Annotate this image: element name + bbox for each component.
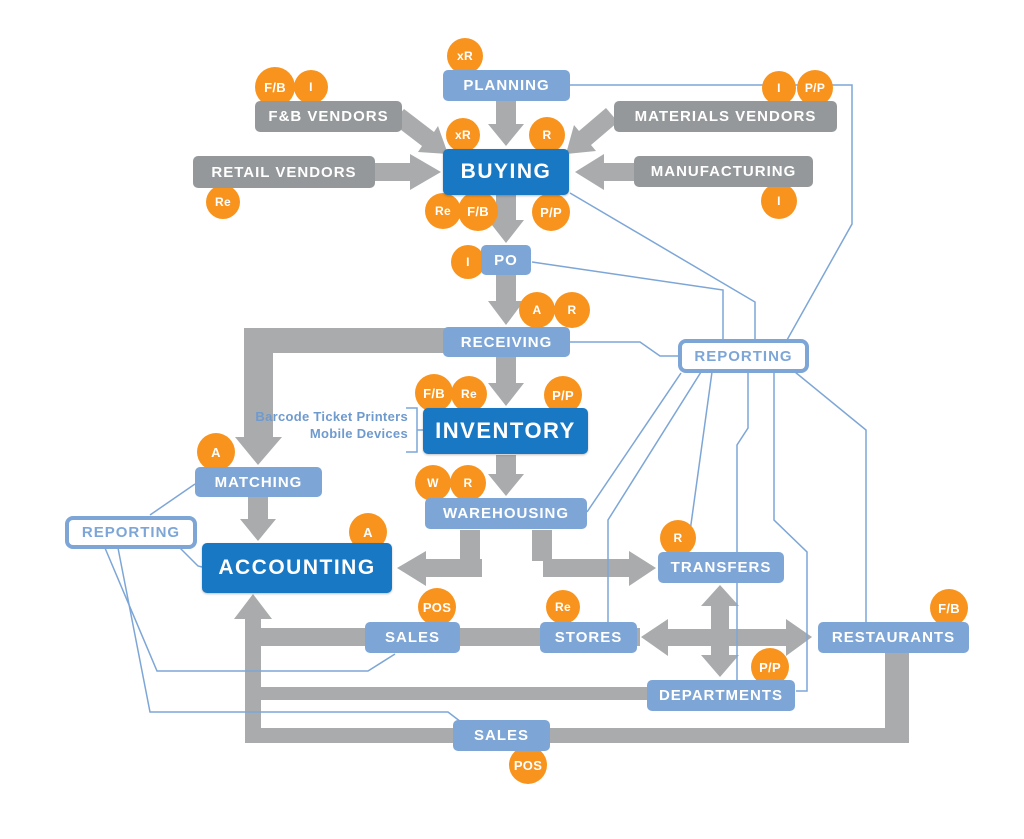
node-buying: BUYING [443,149,569,195]
badge-retail-re: Re [206,185,240,219]
node-matching: MATCHING [195,467,322,497]
badge-restaurants-fb: F/B [930,589,968,627]
node-inventory: INVENTORY [423,408,588,454]
node-reporting-left: REPORTING [65,516,197,549]
badge-manufacturing-i: I [761,183,797,219]
node-sales-mid: SALES [365,622,460,653]
flow-arrows [234,100,909,743]
node-warehousing: WAREHOUSING [425,498,587,529]
badge-materials-pp: P/P [797,70,833,106]
node-stores: STORES [540,622,637,653]
badge-receiving-r: R [554,292,590,328]
badge-sales-mid-pos: POS [418,588,456,626]
node-po: PO [481,245,531,275]
badge-inventory-pp: P/P [544,376,582,414]
badge-sales-bottom-pos: POS [509,746,547,784]
badge-buying-xr: xR [446,118,480,152]
node-materials-vendors: MATERIALS VENDORS [614,101,837,132]
badge-buying-re: Re [425,193,461,229]
badge-buying-pp: P/P [532,193,570,231]
node-manufacturing: MANUFACTURING [634,156,813,187]
annotation-mobile-devices: Mobile Devices [309,426,408,441]
node-sales-bottom: SALES [453,720,550,751]
node-transfers: TRANSFERS [658,552,784,583]
badge-warehousing-w: W [415,465,451,501]
node-departments: DEPARTMENTS [647,680,795,711]
badge-inventory-re: Re [451,376,487,412]
badge-materials-i: I [762,71,796,105]
node-restaurants: RESTAURANTS [818,622,969,653]
node-reporting-right: REPORTING [678,339,809,373]
badge-fb-vendors-i: I [294,70,328,104]
annotation-barcode-printers: Barcode Ticket Printers [255,409,408,424]
badge-buying-r: R [529,117,565,153]
badge-po-i: I [451,245,485,279]
badge-fb-vendors-fb: F/B [255,67,295,107]
badge-departments-pp: P/P [751,648,789,686]
badge-warehousing-r: R [450,465,486,501]
badge-stores-re: Re [546,590,580,624]
badge-transfers-r: R [660,520,696,556]
node-accounting: ACCOUNTING [202,543,392,593]
node-retail-vendors: RETAIL VENDORS [193,156,375,188]
badge-buying-fb: F/B [458,191,498,231]
badge-receiving-a: A [519,292,555,328]
node-fb-vendors: F&B VENDORS [255,101,402,132]
inventory-bracket [406,407,423,453]
badge-matching-a: A [197,433,235,471]
badge-planning-xr: xR [447,38,483,74]
node-planning: PLANNING [443,70,570,101]
badge-inventory-fb: F/B [415,374,453,412]
node-receiving: RECEIVING [443,327,570,357]
